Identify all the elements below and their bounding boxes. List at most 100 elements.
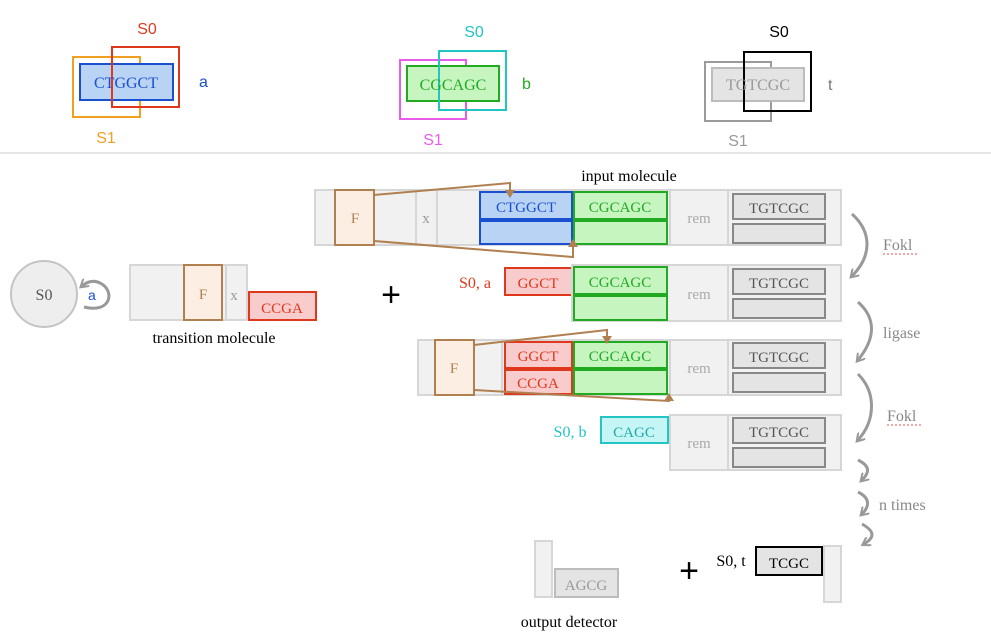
step3-sticky-box [600, 416, 669, 444]
seq-t-top [732, 342, 826, 369]
input-molecule: input molecule F x CTGGCT CGCAGC rem TGT… [314, 168, 842, 259]
seq-t-bottom [732, 447, 826, 468]
seq-t-label: TGTCGC [749, 350, 809, 366]
seq-t-label: TGTCGC [749, 201, 809, 217]
repeat-arrow-1 [857, 458, 868, 480]
encoding-b-state-bottom: S1 [423, 132, 443, 149]
self-loop-label: a [88, 287, 96, 303]
fokl-site [434, 339, 475, 396]
seq-b-top [573, 341, 668, 369]
process-arrows: Fokl ligase Fokl n times [852, 212, 926, 544]
encoding-b-seq: CGCAGC [420, 77, 487, 94]
seq-t-label: TGTCGC [749, 425, 809, 441]
fokl-arrow-2 [858, 372, 873, 440]
seq-b-label: CGCAGC [589, 200, 652, 216]
step3-label: S0, b [554, 424, 587, 441]
repeat-arrow-2 [857, 490, 868, 514]
fokl-label: F [199, 287, 207, 303]
encoding-t-state-top: S0 [769, 24, 789, 41]
transition-caption: transition molecule [152, 330, 275, 347]
state-s0-box [743, 51, 812, 112]
rem-label: rem [687, 361, 711, 377]
encoding-a-seq: CTGGCT [94, 75, 158, 92]
step1-sticky-seq: GGCT [518, 276, 559, 292]
step2-molecule: F GGCT CCGA CGCAGC rem TGTCGC [417, 328, 842, 403]
encoding-a-state-top: S0 [137, 21, 157, 38]
state-node: S0 a [10, 260, 111, 328]
encoding-t: S0 TGTCGC t S1 [704, 24, 833, 150]
seq-b-top [573, 266, 668, 295]
encoding-b-symbol: b [522, 76, 531, 93]
seq-t-top [732, 268, 826, 295]
seq-t-top [732, 193, 826, 220]
fokl-site [183, 264, 223, 321]
state-s0-box [438, 50, 507, 111]
step3-sticky-seq: CAGC [613, 425, 655, 441]
ligase-label: ligase [883, 325, 920, 342]
fokl-label-2: Fokl [887, 408, 917, 425]
seq-b-bottom [573, 369, 668, 395]
seq-b-bottom [573, 220, 668, 245]
fokl-label: F [450, 361, 458, 377]
transition-molecule: F x CCGA transition molecule [129, 264, 317, 347]
fokl-site [334, 189, 375, 246]
seq-t-bottom [732, 223, 826, 244]
rem-label: rem [687, 436, 711, 452]
encoding-t-seq-box [711, 67, 805, 102]
detector-backbone [534, 540, 553, 598]
step2-top-box [504, 341, 573, 369]
fokl-arrow-1 [852, 212, 869, 276]
seq-b-label: CGCAGC [589, 349, 652, 365]
sticky-end-seq: CCGA [261, 301, 303, 317]
state-circle [10, 260, 78, 328]
seq-b-bottom [573, 295, 668, 321]
step2-top-seq: GGCT [518, 349, 559, 365]
seq-t-bottom [732, 298, 826, 319]
seq-a-bottom [479, 220, 573, 245]
encoding-b-state-top: S0 [464, 24, 484, 41]
encoding-t-state-bottom: S1 [728, 133, 748, 150]
final-seq-box [755, 546, 823, 576]
seq-a-label: CTGGCT [496, 200, 556, 216]
step2-bottom-seq: CCGA [517, 376, 559, 392]
encoding-t-seq: TGTCGC [726, 77, 790, 94]
final-backbone [823, 545, 842, 603]
spacer-label: x [422, 211, 430, 227]
step1-molecule: S0, a GGCT CGCAGC rem TGTCGC [459, 264, 842, 322]
encoding-a-seq-box [79, 63, 174, 101]
plus-sign: + [381, 276, 401, 314]
final-seq: TCGC [769, 556, 809, 572]
encoding-b: S0 CGCAGC b S1 [399, 24, 531, 149]
self-loop-arrow [82, 281, 111, 310]
step1-label: S0, a [459, 275, 491, 292]
encoding-a-symbol: a [199, 74, 208, 91]
ligase-arrow [858, 300, 873, 360]
n-times-label: n times [879, 497, 926, 514]
spacer-label: x [230, 288, 238, 304]
final-label: S0, t [716, 553, 746, 570]
encoding-b-seq-box [406, 65, 500, 102]
detector-seq: AGCG [565, 578, 608, 594]
sticky-end-box [248, 291, 317, 321]
cut-arrow-bottom [373, 239, 578, 259]
rem-label: rem [687, 287, 711, 303]
fokl-label-1: Fokl [883, 237, 913, 254]
fokl-label: F [351, 211, 359, 227]
seq-t-top [732, 417, 826, 444]
encoding-a-state-bottom: S1 [96, 130, 116, 147]
plus-sign-2: + [679, 552, 699, 590]
input-caption: input molecule [581, 168, 677, 185]
repeat-arrow-3 [862, 522, 874, 544]
seq-b-label: CGCAGC [589, 275, 652, 291]
cut-arrow-top [373, 181, 515, 198]
cut-arrow-top [473, 328, 612, 346]
output-detector: AGCG output detector [521, 540, 619, 631]
detector-caption: output detector [521, 614, 618, 631]
final-molecule: S0, t TCGC [716, 545, 842, 603]
encoding-t-symbol: t [828, 77, 833, 94]
rem-label: rem [687, 211, 711, 227]
seq-t-label: TGTCGC [749, 276, 809, 292]
seq-a-top [479, 191, 573, 220]
seq-b-top [573, 191, 668, 220]
